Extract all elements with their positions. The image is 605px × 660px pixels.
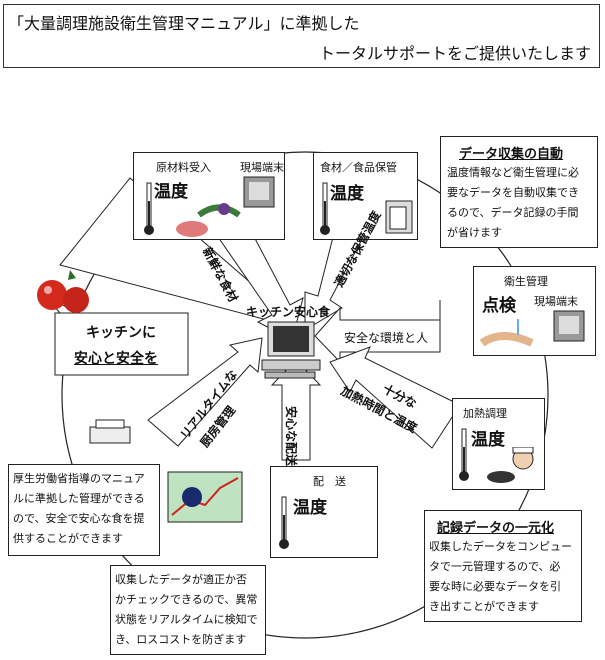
card-heating: 加熱調理 温度 [452, 398, 545, 490]
thermometer-icon [144, 182, 154, 235]
chef-icon [487, 447, 534, 483]
handheld-terminal-icon [553, 310, 585, 342]
printer-icon [89, 426, 131, 444]
note-body: 厚生労働省指導のマニュア ルに準拠した管理ができる ので、安全で安心な食を提 供… [13, 472, 145, 545]
hand-washing-icon [479, 319, 534, 347]
note-body: 温度情報など衛生管理に必 要なデータを自動収集でき るので、データ記録の手間 が… [447, 166, 579, 239]
chart-icon [167, 471, 243, 523]
card-title: 食材／食品保管 [320, 161, 397, 174]
card-storage: 食材／食品保管 温度 [313, 152, 418, 240]
header-title-line1: 「大量調理施設衛生管理マニュアル」に準拠した [8, 14, 360, 33]
card-big-label: 温度 [293, 498, 327, 518]
card-hygiene: 衛生管理 点検 現場端末 [473, 266, 596, 356]
note-records: 記録データの一元化 収集したデータをコンピュー タで一元管理するので、必 要な時… [424, 510, 582, 622]
arrow-safe-env-label: 安全な環境と人 [344, 331, 429, 345]
card-big-label: 温度 [471, 430, 505, 450]
handheld-terminal-icon [243, 176, 275, 208]
header-title-line2: トータルサポートをご提供いたします [318, 44, 591, 63]
card-title: 衛生管理 [504, 275, 548, 288]
note-title: 記録データの一元化 [437, 521, 555, 536]
terminal-label: 現場端末 [534, 295, 578, 308]
tomato-icon [37, 280, 67, 310]
note-check: 収集したデータが適正か否 かチェックできるので、異常 状態をリアルタイムに検知で… [110, 565, 266, 655]
refrigerator-icon [385, 200, 413, 234]
outer-ring [61, 151, 549, 639]
card-title: 加熱調理 [463, 407, 507, 420]
card-big-label: 温度 [330, 184, 364, 204]
header-box [3, 4, 600, 68]
note-manual: 厚生労働省指導のマニュア ルに準拠した管理ができる ので、安全で安心な食を提 供… [8, 464, 160, 556]
terminal-label: 現場端末 [240, 161, 284, 174]
arrow-delivery-label: 安心な配送 [284, 406, 298, 467]
note-body: 収集したデータをコンピュー タで一元管理するので、必 要な時に必要なデータを引 … [429, 540, 572, 613]
thermometer-icon [320, 182, 330, 235]
callout-bubble [54, 312, 189, 376]
callout-line2: 安心と安全を [74, 351, 158, 367]
thermometer-icon [279, 496, 289, 549]
note-data-collection: データ収集の自動 温度情報など衛生管理に必 要なデータを自動収集でき るので、デ… [440, 136, 598, 248]
card-delivery: 配 送 温度 [270, 466, 378, 558]
center-label: キッチン安心食 [246, 305, 331, 319]
note-title: データ収集の自動 [459, 147, 564, 162]
callout-line1: キッチンに [86, 325, 156, 341]
arrow-safe-env [314, 300, 441, 364]
card-big-label: 温度 [154, 182, 188, 202]
note-body: 収集したデータが適正か否 かチェックできるので、異常 状態をリアルタイムに検知で… [115, 573, 258, 646]
arrow-realtime [147, 337, 263, 447]
card-raw-material: 原材料受入 現場端末 温度 [133, 152, 285, 240]
food-icon [176, 203, 241, 237]
card-big-label: 点検 [482, 296, 516, 316]
thermometer-icon [459, 428, 469, 481]
arrow-heating [329, 346, 461, 449]
card-title: 配 送 [313, 475, 346, 488]
card-title: 原材料受入 [156, 161, 211, 174]
